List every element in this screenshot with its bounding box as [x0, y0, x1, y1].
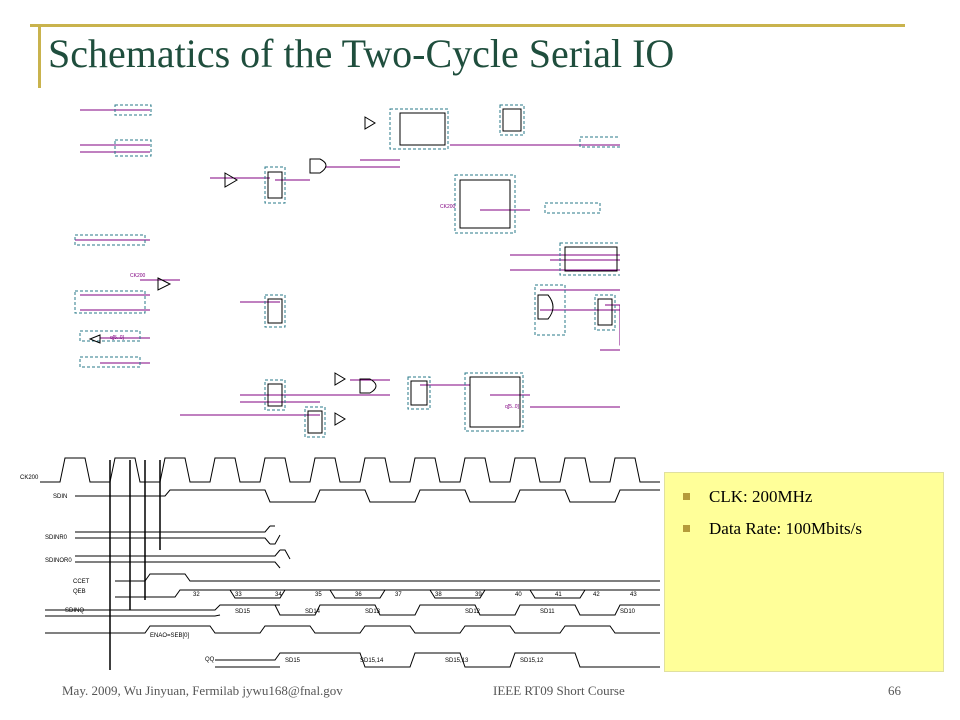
- counter-10: 42: [593, 592, 600, 598]
- spec-item-clock: CLK: 200MHz: [683, 487, 943, 507]
- timing-diagram: CK200 SDIN SDINR0 SDINOR0 CCET QEB SDINQ…: [20, 457, 660, 670]
- signal-ck200: CK200: [20, 475, 39, 481]
- spec-item-datarate-text: Data Rate: 100Mbits/s: [709, 519, 862, 538]
- counter-0: 32: [193, 592, 200, 598]
- signal-sdin: SDIN: [53, 494, 67, 500]
- qq-3: SD15,12: [520, 658, 544, 664]
- counter-7: 39: [475, 592, 482, 598]
- signal-enao: ENAO=SEB[0]: [150, 633, 190, 639]
- counter-1: 33: [235, 592, 242, 598]
- schematic-label-q-a: q[5..0]: [110, 335, 125, 341]
- signal-sdinq: SDINQ: [65, 608, 84, 614]
- qq-0: SD15: [285, 658, 301, 664]
- spec-item-datarate: Data Rate: 100Mbits/s: [683, 519, 943, 539]
- qq-1: SD15,14: [360, 658, 384, 664]
- counter-11: 43: [630, 592, 637, 598]
- sdinq-3: SD12: [465, 609, 481, 615]
- spec-item-clock-text: CLK: 200MHz: [709, 487, 813, 506]
- schematic-diagram: CK200 q[5..0] CK200 q[5..0]: [74, 104, 620, 438]
- signal-qeb: QEB: [73, 589, 86, 595]
- counter-6: 38: [435, 592, 442, 598]
- signal-ccet: CCET: [73, 579, 90, 585]
- slide-title: Schematics of the Two-Cycle Serial IO: [48, 31, 675, 76]
- counter-3: 35: [315, 592, 322, 598]
- signal-sdinr0: SDINR0: [45, 535, 68, 541]
- counter-4: 36: [355, 592, 362, 598]
- counter-9: 41: [555, 592, 562, 598]
- title-rule-left: [38, 24, 41, 88]
- title-rule-top: [30, 24, 905, 27]
- counter-8: 40: [515, 592, 522, 598]
- spec-note-box: CLK: 200MHz Data Rate: 100Mbits/s: [664, 472, 944, 672]
- counter-2: 34: [275, 592, 282, 598]
- schematic-label-ck200-a: CK200: [130, 273, 146, 279]
- spec-list: CLK: 200MHz Data Rate: 100Mbits/s: [665, 473, 943, 539]
- sdinq-1: SD14: [305, 609, 321, 615]
- schematic-label-q-b: q[5..0]: [505, 404, 520, 410]
- qq-2: SD15,13: [445, 658, 469, 664]
- signal-sdinor0: SDINOR0: [45, 558, 72, 564]
- sdinq-5: SD10: [620, 609, 636, 615]
- sdinq-4: SD11: [540, 609, 555, 615]
- counter-5: 37: [395, 592, 402, 598]
- page-number: 66: [888, 683, 901, 698]
- sdinq-2: SD13: [365, 609, 381, 615]
- bullet-icon: [683, 493, 690, 500]
- footer-course: IEEE RT09 Short Course: [493, 683, 625, 698]
- bullet-icon: [683, 525, 690, 532]
- schematic-label-ck200-b: CK200: [440, 204, 456, 210]
- signal-qq: QQ: [205, 657, 215, 663]
- footer-author: May. 2009, Wu Jinyuan, Fermilab jywu168@…: [62, 683, 343, 698]
- sdinq-0: SD15: [235, 609, 251, 615]
